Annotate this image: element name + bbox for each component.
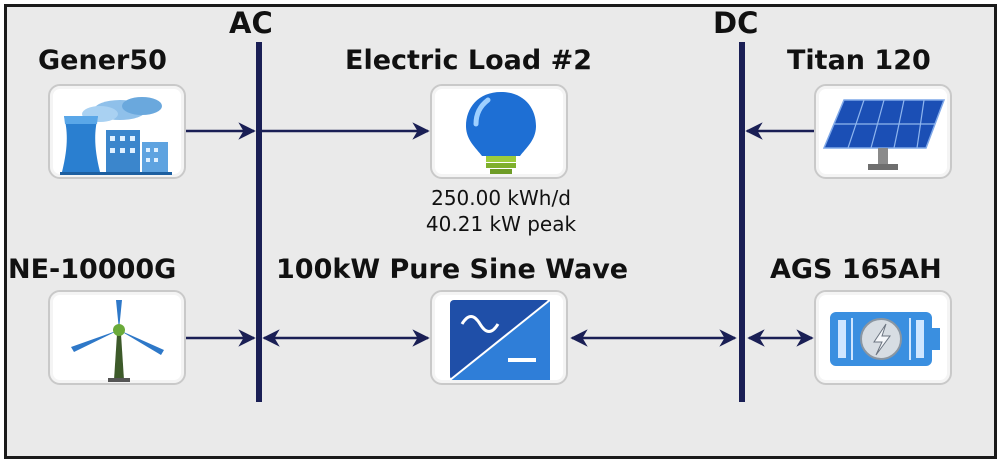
battery-tile[interactable] xyxy=(814,290,952,385)
generator-label: Gener50 xyxy=(38,45,167,76)
load-label: Electric Load #2 xyxy=(345,45,593,76)
pv-tile[interactable] xyxy=(814,84,952,179)
load-peak: 40.21 kW peak xyxy=(425,212,577,236)
ac-bus-label: AC xyxy=(229,6,273,40)
wind-tile[interactable] xyxy=(48,290,186,385)
load-info: 250.00 kWh/d 40.21 kW peak xyxy=(385,185,617,237)
pv-label: Titan 120 xyxy=(787,45,931,76)
dc-bus-label: DC xyxy=(713,6,759,40)
load-tile[interactable] xyxy=(430,84,568,179)
wind-turbine-icon xyxy=(71,300,164,382)
solar-panel-icon xyxy=(822,99,946,170)
converter-label: 100kW Pure Sine Wave xyxy=(276,254,629,285)
inverter-icon xyxy=(449,299,551,381)
battery-icon xyxy=(830,312,940,366)
power-plant-icon xyxy=(60,97,172,175)
light-bulb-icon xyxy=(466,92,536,174)
dc-bus-line[interactable] xyxy=(739,42,745,402)
ac-bus-line[interactable] xyxy=(256,42,262,402)
generator-tile[interactable] xyxy=(48,84,186,179)
battery-label: AGS 165AH xyxy=(770,254,942,285)
load-energy: 250.00 kWh/d xyxy=(431,186,571,210)
converter-tile[interactable] xyxy=(430,290,568,385)
wind-label: NE-10000G xyxy=(8,254,177,285)
